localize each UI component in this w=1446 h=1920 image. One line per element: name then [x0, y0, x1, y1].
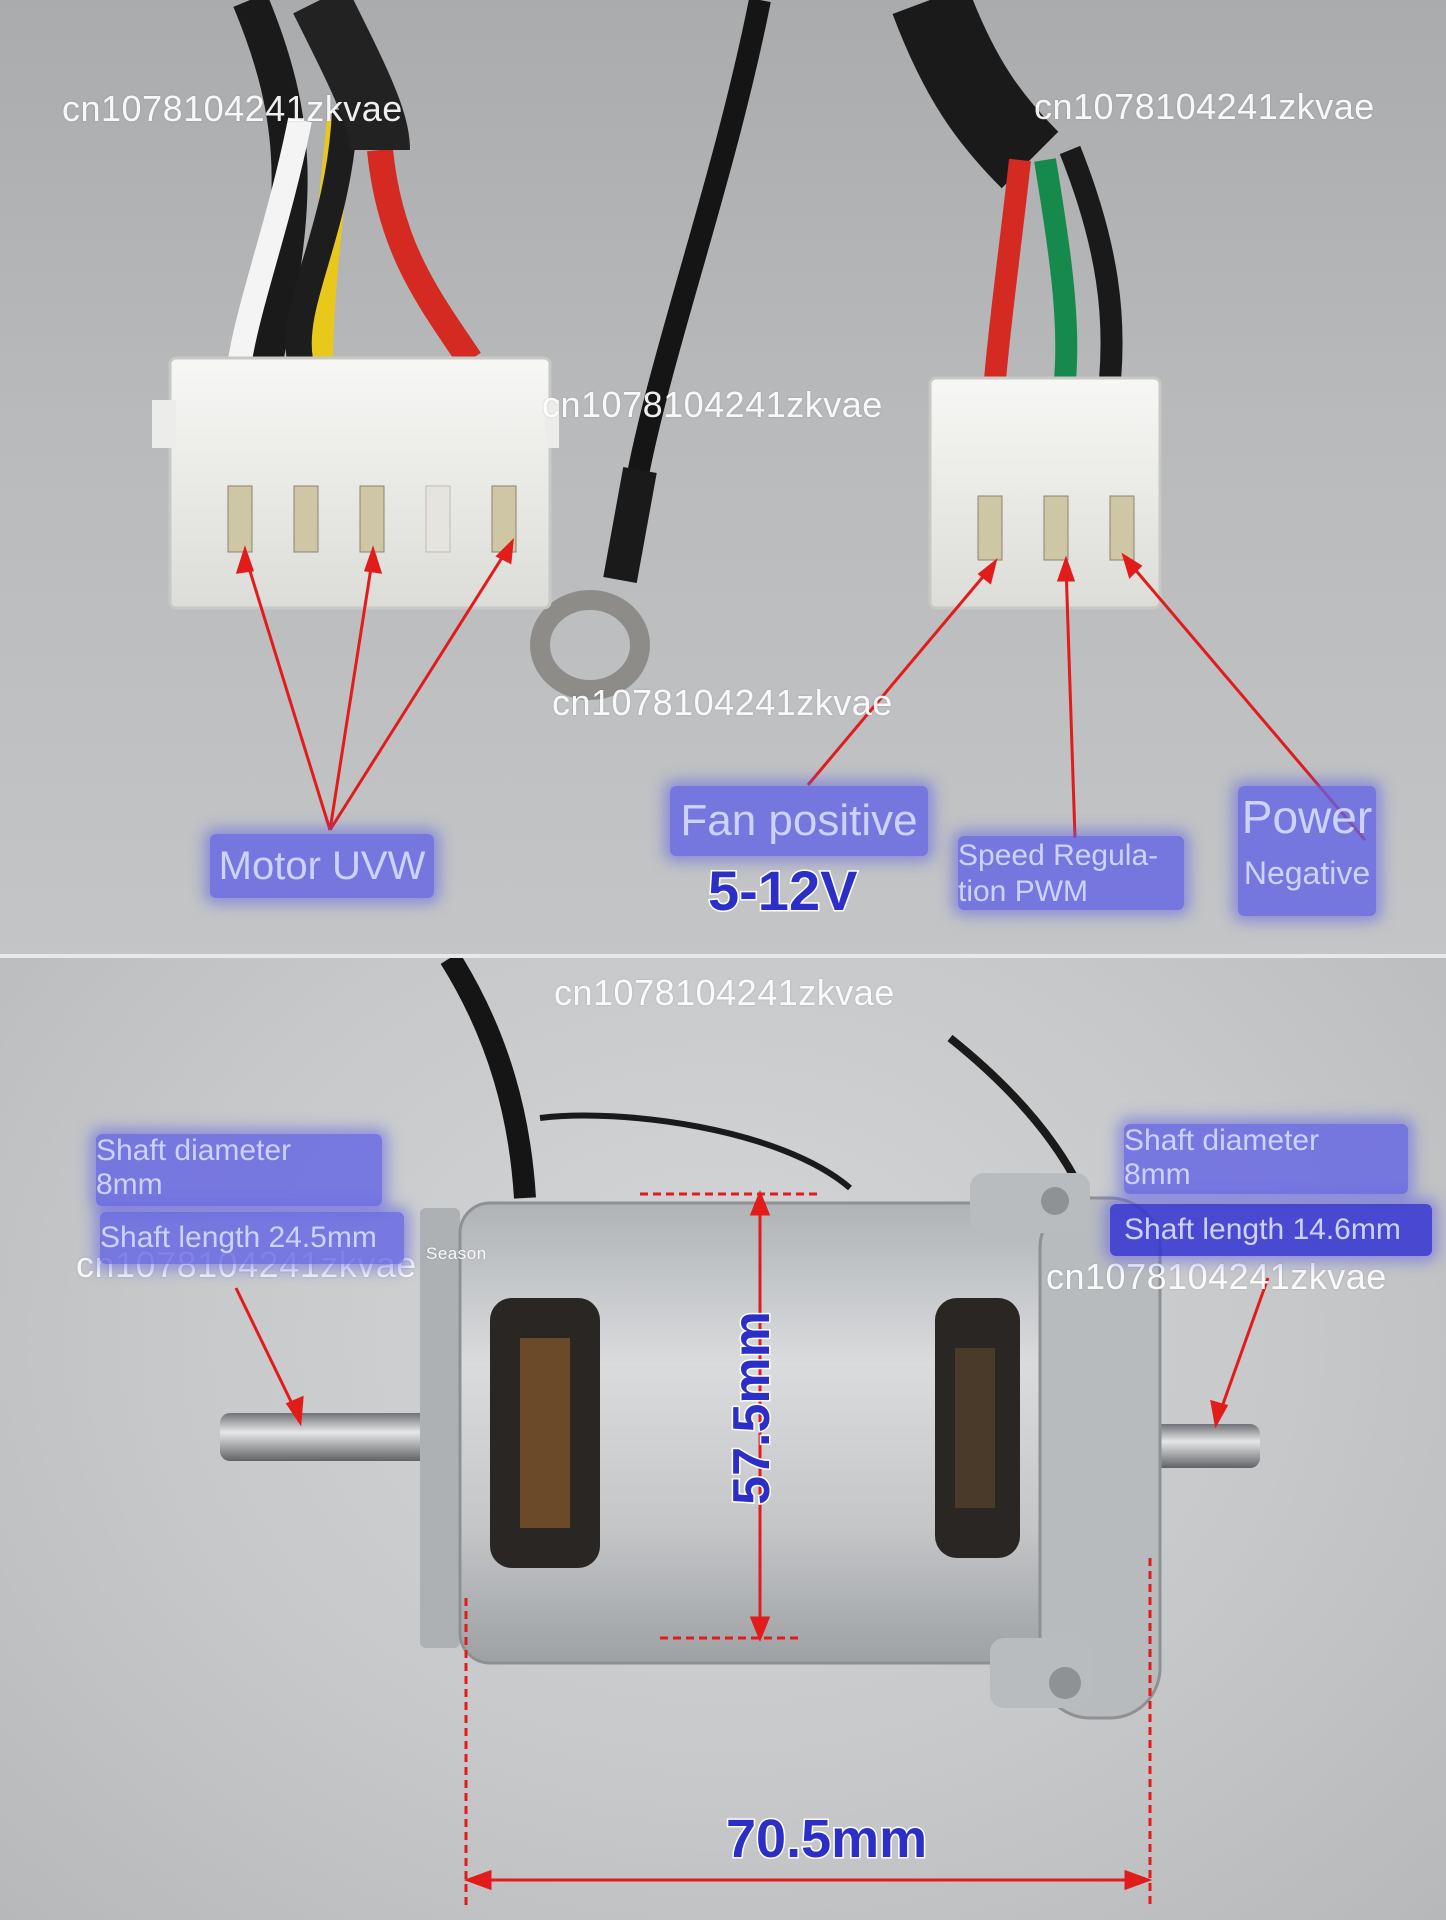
watermark: cn1078104241zkvae	[1034, 86, 1375, 127]
left-shaft-diameter-text-line2: 8mm	[96, 1168, 163, 1201]
right-shaft-diameter-label: Shaft diameter 8mm	[1124, 1124, 1408, 1194]
motor-body	[420, 1173, 1162, 1720]
season-mark: Season	[426, 1244, 487, 1263]
right-shaft-diameter-text-line1: Shaft diameter	[1124, 1124, 1320, 1157]
motor-uvw-text: Motor UVW	[218, 844, 426, 888]
power-text: Power	[1241, 791, 1373, 843]
five-pin-connector	[152, 356, 559, 610]
motor-uvw-label: Motor UVW	[210, 834, 434, 898]
left-shaft	[220, 1413, 450, 1461]
three-pin-connector	[928, 376, 1162, 610]
length-dimension: 70.5mm	[724, 1808, 928, 1871]
connector-photo-panel: cn1078104241zkvae cn1078104241zkvae cn10…	[0, 0, 1446, 958]
height-dimension: 57.5mm	[722, 1310, 783, 1507]
right-wire-bundle	[892, 0, 1123, 381]
motor-wire	[440, 958, 536, 1199]
speed-regulation-label: Speed Regula- tion PWM	[958, 836, 1184, 910]
right-shaft-length-text: Shaft length 14.6mm	[1124, 1213, 1401, 1246]
motor-wire	[947, 1034, 1084, 1190]
left-wire-bundle	[228, 0, 481, 368]
fan-positive-text: Fan positive	[680, 796, 918, 845]
watermark: cn1078104241zkvae	[552, 682, 893, 723]
watermark: cn1078104241zkvae	[62, 88, 403, 129]
ground-wire	[530, 0, 771, 700]
left-shaft-length-label: Shaft length 24.5mm	[100, 1212, 404, 1264]
speed-regulation-text-line2: tion PWM	[958, 875, 1089, 908]
left-shaft-diameter-label: Shaft diameter 8mm	[96, 1134, 382, 1206]
left-shaft-length-text: Shaft length 24.5mm	[100, 1221, 377, 1254]
speed-regulation-text-line1: Speed Regula-	[958, 839, 1159, 872]
motor-wire	[539, 1112, 852, 1191]
watermark: cn1078104241zkvae	[542, 384, 883, 425]
right-shaft-diameter-text-line2: 8mm	[1124, 1158, 1191, 1191]
fan-positive-label: Fan positive	[670, 786, 928, 856]
dimension-lines	[234, 1189, 1270, 1908]
left-shaft-diameter-text-line1: Shaft diameter	[96, 1134, 292, 1167]
negative-text: Negative	[1243, 855, 1371, 891]
voltage-label: 5-12V	[706, 858, 858, 924]
power-negative-label: Power Negative	[1238, 786, 1376, 916]
right-shaft-length-label: Shaft length 14.6mm	[1110, 1204, 1432, 1256]
motor-illustration	[220, 958, 1270, 1908]
watermark: cn1078104241zkvae	[554, 972, 895, 1013]
motor-photo-panel: cn1078104241zkvae cn1078104241zkvae cn10…	[0, 958, 1446, 1920]
watermark: cn1078104241zkvae	[1046, 1256, 1387, 1297]
